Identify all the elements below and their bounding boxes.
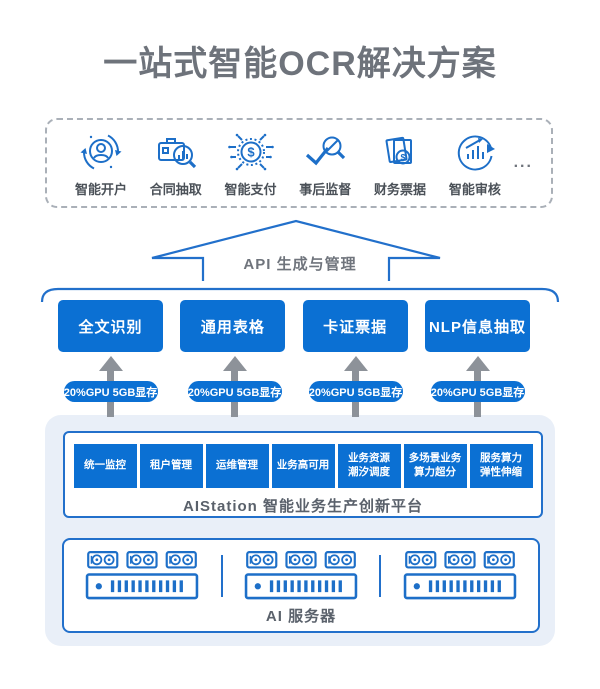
server-unit	[401, 549, 519, 602]
scenario-item-post-supervision: 事后监督	[289, 128, 361, 198]
gpu-quota-badge: 20%GPU 5GB显存	[187, 381, 282, 402]
more-ellipsis: ...	[513, 154, 533, 171]
platform-panel: 统一监控 租户管理 运维管理 业务高可用 业务资源 潮汐调度 多场景业务 算力超…	[45, 415, 555, 646]
svg-text:$: $	[247, 145, 255, 160]
scenario-label: 财务票据	[374, 182, 427, 197]
module-ha: 业务高可用	[271, 444, 335, 488]
scenario-item-smart-payment: $ 智能支付	[215, 128, 287, 198]
account-opening-icon	[80, 134, 122, 170]
svg-text:$: $	[401, 153, 406, 163]
scenario-item-contract-extract: 合同抽取	[140, 128, 212, 198]
up-arrow-head	[98, 356, 123, 371]
scenario-panel: 智能开户 合同抽取 $ 智	[45, 118, 553, 208]
scenario-label: 智能审核	[448, 182, 501, 197]
service-box-fulltext: 全文识别	[58, 300, 163, 352]
api-up-arrow	[151, 219, 441, 281]
service-box-table: 通用表格	[180, 300, 286, 352]
up-arrow-head	[465, 356, 490, 371]
contract-extract-icon	[157, 138, 196, 169]
server-divider	[379, 554, 382, 597]
smart-review-icon	[457, 135, 495, 171]
server-row	[64, 549, 538, 602]
page-title: 一站式智能OCR解决方案	[103, 45, 497, 83]
scenario-item-smart-review: 智能审核	[439, 128, 511, 198]
aistation-platform-box: 统一监控 租户管理 运维管理 业务高可用 业务资源 潮汐调度 多场景业务 算力超…	[63, 431, 543, 518]
module-ops: 运维管理	[205, 444, 269, 488]
scenario-item-invoice: $ 财务票据	[364, 128, 436, 198]
api-arrow-label: API 生成与管理	[243, 256, 357, 273]
service-box-card: 卡证票据	[302, 300, 408, 352]
scenario-label: 合同抽取	[149, 182, 202, 197]
post-supervision-icon	[306, 136, 346, 166]
module-elastic: 服务算力 弹性伸缩	[469, 444, 533, 488]
scenario-label: 事后监督	[299, 182, 352, 197]
scenario-item-account-opening: 智能开户	[65, 128, 137, 198]
up-arrow-head	[343, 356, 368, 371]
server-unit	[242, 549, 360, 602]
scenario-label: 智能支付	[224, 182, 277, 197]
server-unit	[83, 549, 201, 602]
server-divider	[220, 554, 223, 597]
module-monitoring: 统一监控	[73, 444, 137, 488]
ai-server-box: AI 服务器	[62, 538, 540, 633]
platform-modules-row: 统一监控 租户管理 运维管理 业务高可用 业务资源 潮汐调度 多场景业务 算力超…	[71, 444, 535, 488]
gpu-quota-badge: 20%GPU 5GB显存	[63, 381, 158, 402]
module-tidal-sched: 业务资源 潮汐调度	[337, 444, 401, 488]
services-row: 全文识别 通用表格 卡证票据 NLP信息抽取	[58, 300, 530, 352]
up-arrow-head	[222, 356, 247, 371]
gpu-server-icon	[242, 549, 360, 602]
smart-payment-icon: $	[227, 133, 274, 171]
ai-server-label: AI 服务器	[265, 608, 337, 625]
service-box-nlp: NLP信息抽取	[424, 300, 530, 352]
gpu-server-icon	[401, 549, 519, 602]
gpu-quota-badge: 20%GPU 5GB显存	[430, 381, 525, 402]
module-tenant: 租户管理	[139, 444, 203, 488]
scenario-label: 智能开户	[74, 182, 127, 197]
invoice-icon: $	[385, 136, 413, 165]
aistation-platform-label: AIStation 智能业务生产创新平台	[183, 498, 423, 515]
module-oversell: 多场景业务 算力超分	[403, 444, 467, 488]
gpu-quota-badge: 20%GPU 5GB显存	[308, 381, 403, 402]
gpu-server-icon	[83, 549, 201, 602]
